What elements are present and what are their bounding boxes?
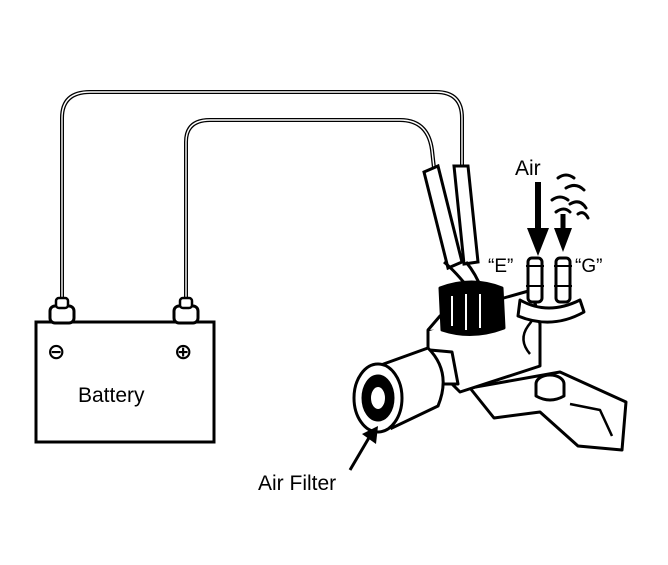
battery-case — [34, 320, 216, 444]
port-g-pipe — [554, 256, 572, 304]
positive-wire — [184, 118, 436, 310]
negative-wire — [60, 90, 464, 310]
negative-post — [48, 296, 76, 325]
solenoid-coil — [438, 280, 506, 337]
terminal-g-label: “G” — [575, 256, 602, 277]
air-filter-label: Air Filter — [258, 472, 336, 495]
vacuum-switching-valve — [426, 256, 628, 452]
air-out-arrow — [550, 173, 590, 252]
negative-symbol: ⊖ — [47, 340, 65, 365]
battery: ⊖ ⊕ Battery — [34, 296, 216, 444]
battery-label: Battery — [78, 384, 145, 407]
mounting-bracket — [468, 370, 628, 452]
air-label: Air — [515, 157, 541, 180]
port-e-pipe — [526, 256, 544, 304]
mounting-bolt — [534, 373, 566, 402]
positive-post — [172, 296, 200, 325]
test-probe-right — [452, 164, 484, 291]
air-filter — [352, 346, 445, 434]
terminal-e-label: “E” — [488, 256, 513, 277]
air-in-arrow — [527, 182, 549, 256]
air-filter-pointer — [348, 426, 378, 471]
positive-symbol: ⊕ — [174, 340, 192, 365]
